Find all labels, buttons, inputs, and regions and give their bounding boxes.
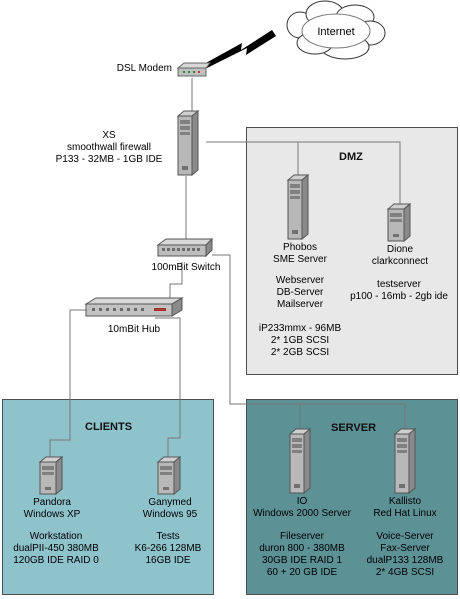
io-role: Fileserver <box>280 531 324 542</box>
ganymed-os: Windows 95 <box>142 509 198 520</box>
kallisto-role-fax: Fax-Server <box>380 543 430 554</box>
phobos-role-dbserver: DB-Server <box>276 287 324 298</box>
lightning-bolt-icon <box>204 30 276 68</box>
phobos-role-mailserver: Mailserver <box>276 299 324 310</box>
dione-label: Dione clarkconnect <box>362 244 438 268</box>
clients-title: CLIENTS <box>85 421 133 433</box>
io-label: IO Windows 2000 Server <box>250 496 354 520</box>
firewall-name: XS <box>102 130 116 141</box>
firewall-tower-icon <box>176 110 200 176</box>
ganymed-disk: 16GB IDE <box>145 555 191 566</box>
ganymed-workstation-icon <box>156 456 182 496</box>
kallisto-role-voice: Voice-Server <box>376 531 434 542</box>
dione-specs: p100 - 16mb - 2gb ide <box>350 291 448 302</box>
phobos-roles: Webserver DB-Server Mailserver <box>258 275 342 311</box>
ganymed-role: Tests <box>156 531 180 542</box>
ganymed-roles: Tests K6-266 128MB 16GB IDE <box>126 531 210 567</box>
pandora-roles: Workstation dualPII-450 380MB 120GB IDE … <box>4 531 108 567</box>
kallisto-disk: 2* 4GB SCSI <box>375 567 435 578</box>
io-cpu: duron 800 - 380MB <box>259 543 345 554</box>
io-disk2: 60 + 20 GB IDE <box>266 567 338 578</box>
server-kallisto-cable <box>300 403 406 430</box>
dione-os: clarkconnect <box>371 256 429 267</box>
pandora-os: Windows XP <box>23 509 81 520</box>
phobos-spec-disk2: 2* 2GB SCSI <box>270 347 330 358</box>
io-disk1: 30GB IDE RAID 1 <box>261 555 343 566</box>
io-server-icon <box>288 428 312 494</box>
phobos-os: SME Server <box>273 254 327 265</box>
kallisto-name: Kallisto <box>388 496 422 507</box>
hub-label: 10mBit Hub <box>107 324 161 335</box>
io-os: Windows 2000 Server <box>253 508 351 519</box>
phobos-server-icon <box>286 174 310 240</box>
phobos-role-webserver: Webserver <box>275 275 325 286</box>
clients-zone: CLIENTS <box>2 399 214 595</box>
dione-server-icon <box>386 203 412 243</box>
ganymed-name: Ganymed <box>148 497 192 508</box>
switch-icon <box>156 238 214 258</box>
firewall-specs: P133 - 32MB - 1GB IDE <box>55 154 163 165</box>
kallisto-label: Kallisto Red Hat Linux <box>360 496 450 520</box>
pandora-cpu: dualPII-450 380MB <box>13 543 99 554</box>
phobos-label: Phobos SME Server <box>258 242 342 266</box>
kallisto-cpu: dualP133 128MB <box>366 555 444 566</box>
switch-label: 100mBit Switch <box>151 262 221 273</box>
internet-label: Internet <box>317 26 355 38</box>
kallisto-roles: Voice-Server Fax-Server dualP133 128MB 2… <box>356 531 454 579</box>
switch-server-cable <box>212 254 301 430</box>
pandora-role: Workstation <box>29 531 83 542</box>
pandora-name: Pandora <box>33 497 71 508</box>
dsl-modem-label: DSL Modem <box>116 63 172 74</box>
io-name: IO <box>296 496 308 507</box>
phobos-spec-cpu: iP233mmx - 96MB <box>258 323 342 334</box>
ganymed-label: Ganymed Windows 95 <box>130 497 210 521</box>
dsl-modem-icon <box>176 62 212 77</box>
phobos-spec-disk1: 2* 1GB SCSI <box>270 335 330 346</box>
server-zone: SERVER <box>246 399 458 595</box>
kallisto-server-icon <box>393 428 417 494</box>
dione-name: Dione <box>386 244 414 255</box>
io-roles: Fileserver duron 800 - 380MB 30GB IDE RA… <box>250 531 354 579</box>
dmz-title: DMZ <box>339 151 363 163</box>
server-title: SERVER <box>331 422 377 434</box>
hub-ganymed-cable <box>155 317 181 458</box>
hub-icon <box>84 297 184 317</box>
phobos-name: Phobos <box>283 242 317 253</box>
dione-roles: testserver p100 - 16mb - 2gb ide <box>343 279 455 303</box>
internet-cloud-icon <box>286 0 386 60</box>
dione-role: testserver <box>377 279 421 290</box>
phobos-specs: iP233mmx - 96MB 2* 1GB SCSI 2* 2GB SCSI <box>248 323 352 359</box>
ganymed-cpu: K6-266 128MB <box>134 543 202 554</box>
pandora-label: Pandora Windows XP <box>12 497 92 521</box>
pandora-workstation-icon <box>38 456 64 496</box>
firewall-label: XS smoothwall firewall P133 - 32MB - 1GB… <box>44 130 174 166</box>
kallisto-os: Red Hat Linux <box>373 508 437 519</box>
pandora-disk: 120GB IDE RAID 0 <box>13 555 99 566</box>
hub-pandora-cable <box>49 309 90 458</box>
dmz-zone: DMZ <box>246 127 458 375</box>
firewall-dmz-cable <box>206 141 401 205</box>
switch-hub-cable <box>169 262 183 300</box>
firewall-os: smoothwall firewall <box>67 142 151 153</box>
